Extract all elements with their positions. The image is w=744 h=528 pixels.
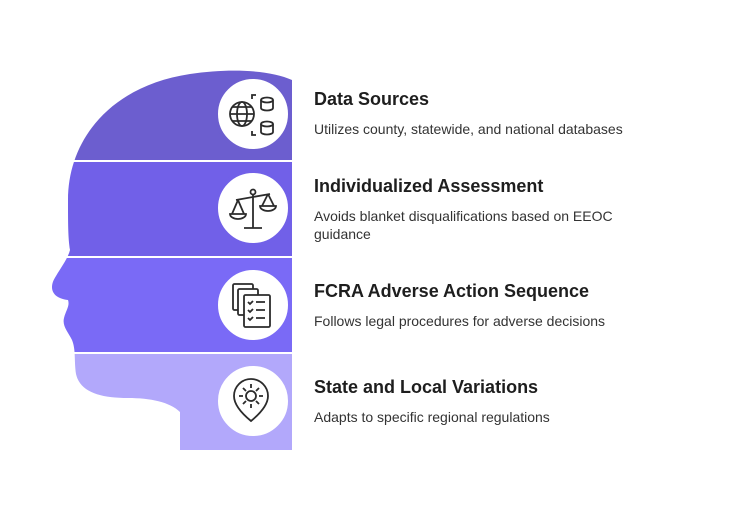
state-local-badge — [214, 362, 292, 440]
fcra-badge — [214, 266, 292, 344]
globe-database-icon — [229, 94, 274, 136]
scales-icon — [229, 188, 277, 229]
item-title: FCRA Adverse Action Sequence — [314, 281, 590, 301]
item-fcra-adverse-action: FCRA Adverse Action Sequence Follows leg… — [314, 280, 714, 330]
individualized-assessment-badge — [214, 169, 292, 247]
location-pin-gear-icon — [233, 378, 269, 423]
item-data-sources: Data Sources Utilizes county, statewide,… — [314, 88, 714, 138]
item-description: Adapts to specific regional regulations — [314, 409, 550, 425]
documents-checklist-icon — [232, 283, 271, 328]
item-description: Follows legal procedures for adverse dec… — [314, 313, 606, 329]
item-description: Avoids blanket disqualifications based o… — [314, 208, 613, 242]
item-title: State and Local Variations — [314, 377, 539, 397]
item-individualized-assessment: Individualized Assessment Avoids blanket… — [314, 175, 714, 243]
item-title: Individualized Assessment — [314, 176, 544, 196]
item-title: Data Sources — [314, 89, 430, 109]
item-description: Utilizes county, statewide, and national… — [314, 121, 623, 137]
data-sources-badge — [214, 75, 292, 153]
item-state-local-variations: State and Local Variations Adapts to spe… — [314, 376, 714, 426]
